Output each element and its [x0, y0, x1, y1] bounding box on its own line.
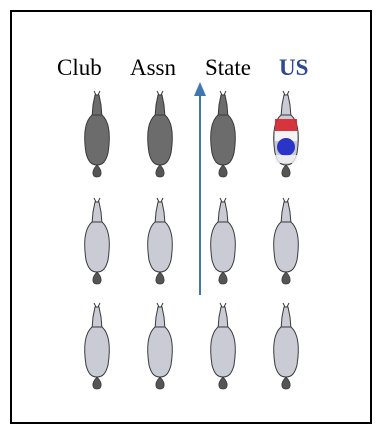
label-state: State	[205, 55, 251, 80]
light-horse-icon	[273, 197, 299, 285]
arrow-up-icon	[194, 82, 206, 295]
dark-horse-icon	[210, 90, 236, 178]
light-horse-icon	[84, 197, 110, 285]
light-horse-icon	[273, 302, 299, 390]
light-horse-icon	[210, 302, 236, 390]
label-club: Club	[57, 55, 102, 80]
dark-horse-icon	[147, 90, 173, 178]
label-assn: Assn	[130, 55, 177, 80]
dark-horse-icon	[84, 90, 110, 178]
label-us: US	[279, 55, 309, 80]
light-horse-icon	[147, 197, 173, 285]
light-horse-icon	[147, 302, 173, 390]
diagram-frame: Club Assn State US	[10, 10, 372, 424]
light-horse-icon	[210, 197, 236, 285]
light-horse-icon	[84, 302, 110, 390]
flag-horse-icon	[273, 90, 299, 178]
horse-grid	[84, 82, 299, 390]
